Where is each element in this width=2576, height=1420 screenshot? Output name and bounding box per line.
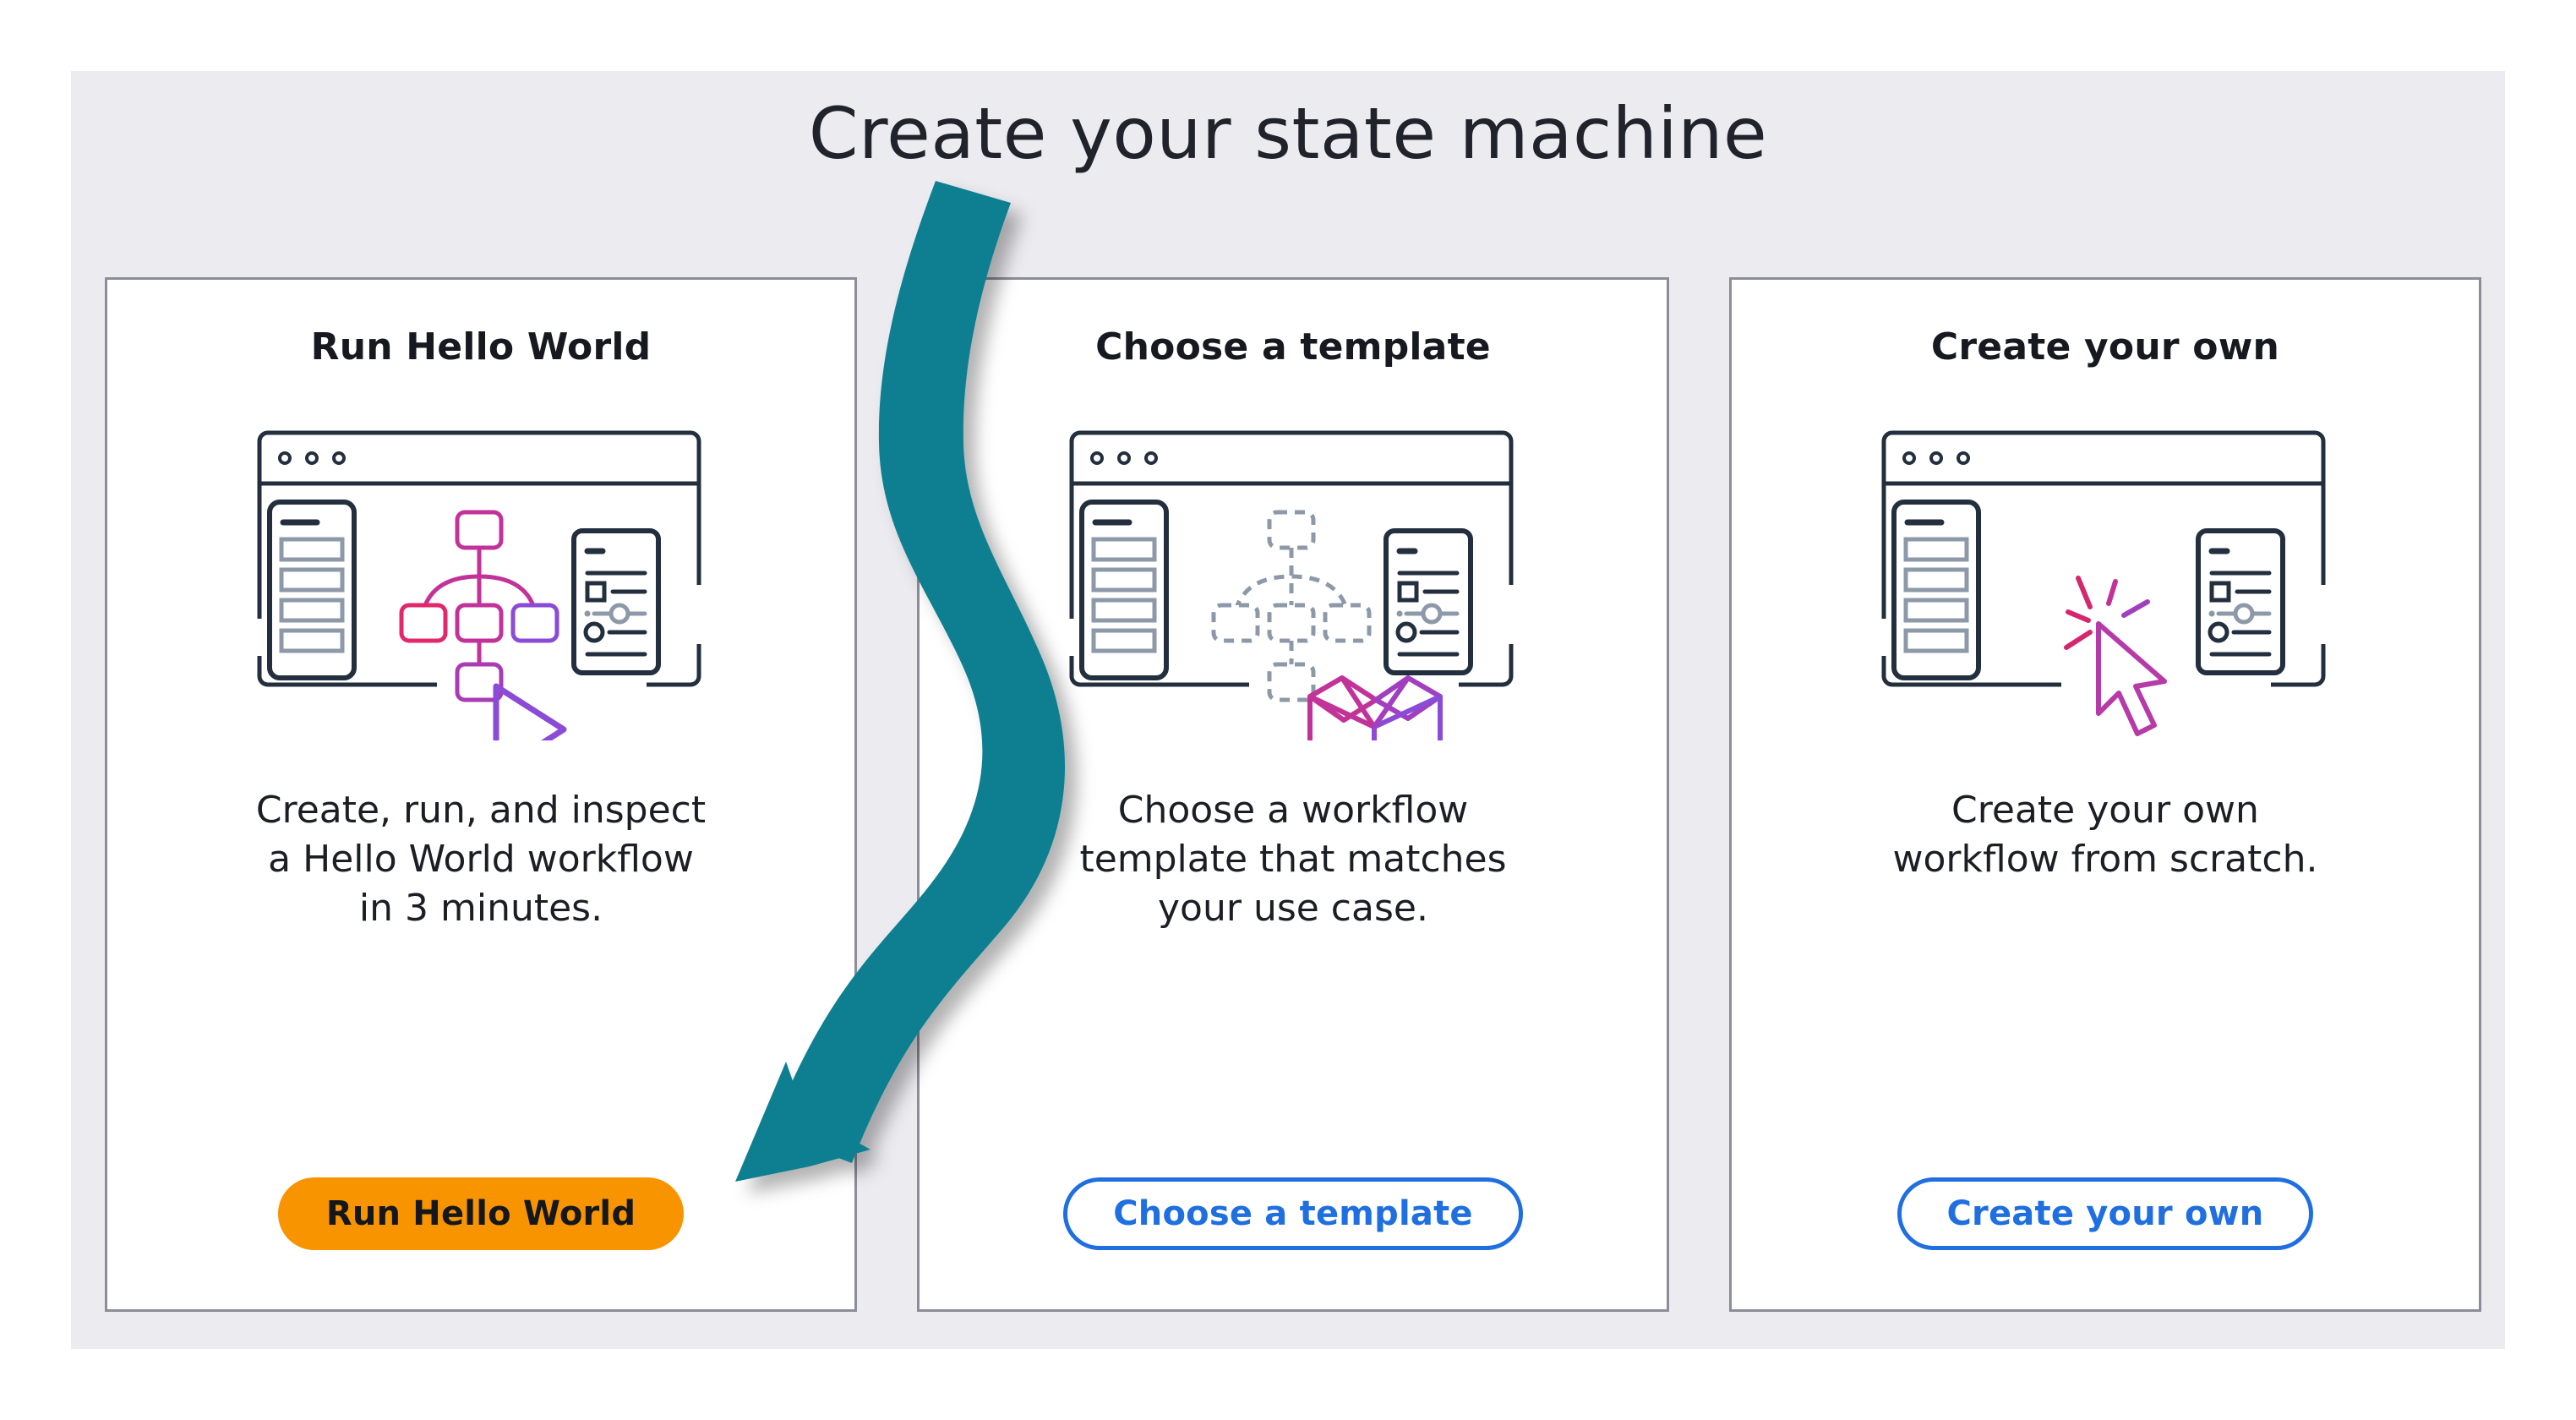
create-your-own-button[interactable]: Create your own (1897, 1177, 2314, 1250)
illustration-workflow-diagram-with-play-icon (107, 402, 854, 757)
card-action-area: Create your own (1732, 1177, 2479, 1250)
card-description: Create your own workflow from scratch. (1892, 789, 2318, 882)
illustration-empty-canvas-with-click-cursor-icon (1732, 402, 2479, 757)
card-description: Choose a workflow template that matches … (1079, 789, 1507, 931)
card-run-hello-world[interactable]: Run Hello World (105, 277, 857, 1312)
card-choose-a-template[interactable]: Choose a template (917, 277, 1669, 1312)
page-title: Create your state machine (808, 92, 1768, 175)
card-create-your-own[interactable]: Create your own (1729, 277, 2481, 1312)
choose-a-template-button[interactable]: Choose a template (1063, 1177, 1523, 1250)
run-hello-world-button[interactable]: Run Hello World (277, 1177, 685, 1250)
onboarding-panel: Create your state machine Run Hello Worl… (71, 71, 2505, 1349)
card-title: Choose a template (1095, 325, 1491, 369)
card-description: Create, run, and inspect a Hello World w… (255, 789, 707, 931)
card-grid: Run Hello World (105, 277, 2481, 1312)
card-action-area: Run Hello World (107, 1177, 854, 1250)
card-title: Create your own (1930, 325, 2280, 369)
card-action-area: Choose a template (920, 1177, 1667, 1250)
card-title: Run Hello World (310, 325, 652, 369)
illustration-dashed-workflow-with-open-box-icon (920, 402, 1667, 757)
